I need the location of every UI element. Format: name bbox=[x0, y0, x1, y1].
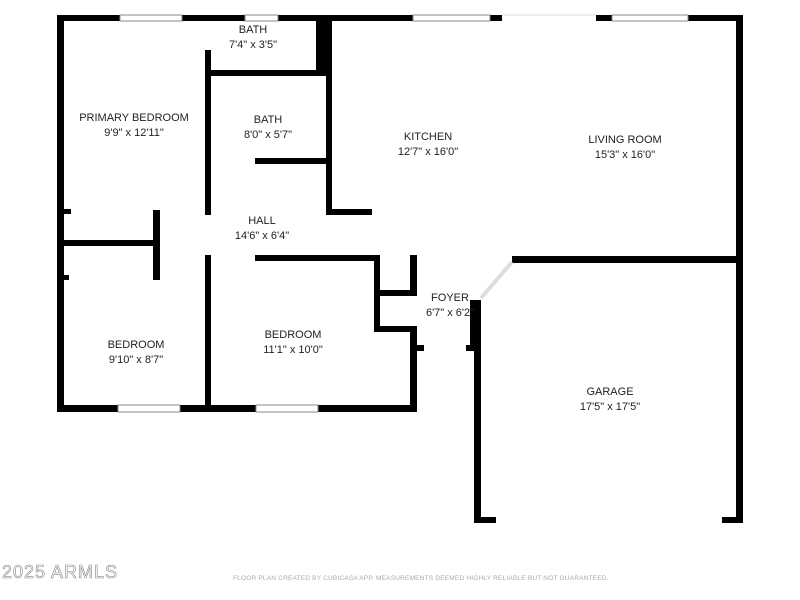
room-kitchen: KITCHEN 12'7" x 16'0" bbox=[398, 130, 458, 160]
room-name: GARAGE bbox=[586, 386, 634, 398]
window bbox=[412, 14, 491, 22]
wall bbox=[474, 517, 496, 523]
room-garage: GARAGE 17'5" x 17'5" bbox=[580, 385, 640, 415]
wall bbox=[153, 210, 160, 280]
wall bbox=[205, 50, 211, 215]
wall bbox=[57, 15, 502, 21]
room-name: HALL bbox=[248, 215, 276, 227]
room-name: BATH bbox=[238, 24, 268, 36]
room-name: KITCHEN bbox=[403, 131, 453, 143]
wall bbox=[64, 275, 69, 280]
wall bbox=[410, 326, 417, 412]
room-bath-1: BATH 7'4" x 3'5" bbox=[229, 23, 277, 53]
window bbox=[117, 404, 181, 413]
room-bedroom-1: BEDROOM 9'10" x 8'7" bbox=[108, 338, 165, 368]
wall bbox=[512, 256, 743, 263]
room-living-room: LIVING ROOM 15'3" x 16'0" bbox=[588, 133, 661, 163]
wall bbox=[470, 300, 481, 351]
window bbox=[255, 404, 319, 413]
room-size: 12'7" x 16'0" bbox=[397, 146, 459, 158]
room-primary-bedroom: PRIMARY BEDROOM 9'9" x 12'11" bbox=[79, 111, 189, 141]
room-name: PRIMARY BEDROOM bbox=[79, 112, 189, 124]
wall bbox=[205, 70, 330, 76]
wall bbox=[57, 15, 64, 412]
windows bbox=[117, 14, 689, 413]
room-size: 8'0" x 5'7" bbox=[243, 129, 293, 141]
room-size: 17'5" x 17'5" bbox=[579, 401, 641, 413]
room-foyer: FOYER 6'7" x 6'2" bbox=[426, 291, 474, 321]
door bbox=[479, 260, 514, 300]
room-size: 7'4" x 3'5" bbox=[228, 39, 278, 51]
room-size: 9'9" x 12'11" bbox=[104, 127, 164, 139]
wall bbox=[474, 300, 481, 523]
wall bbox=[57, 405, 417, 412]
wall bbox=[374, 290, 417, 296]
watermark: 2025 ARMLS bbox=[2, 562, 119, 583]
window bbox=[119, 14, 183, 22]
wall bbox=[374, 326, 417, 332]
wall bbox=[326, 15, 332, 213]
wall bbox=[736, 15, 743, 523]
room-size: 11'1" x 10'0" bbox=[263, 344, 323, 356]
room-name: BEDROOM bbox=[107, 339, 165, 351]
window bbox=[611, 14, 689, 22]
room-size: 6'7" x 6'2" bbox=[425, 307, 475, 319]
room-name: BEDROOM bbox=[264, 329, 322, 341]
wall bbox=[722, 517, 743, 523]
disclaimer: FLOOR PLAN CREATED BY CUBICASA APP. MEAS… bbox=[233, 575, 609, 582]
room-name: LIVING ROOM bbox=[588, 134, 662, 146]
room-size: 15'3" x 16'0" bbox=[594, 149, 656, 161]
wall bbox=[410, 255, 417, 296]
room-size: 9'10" x 8'7" bbox=[108, 354, 164, 366]
room-name: BATH bbox=[253, 114, 283, 126]
wall bbox=[410, 345, 424, 351]
walls bbox=[57, 15, 743, 523]
wall bbox=[326, 209, 372, 215]
wall bbox=[57, 240, 160, 246]
wall bbox=[205, 255, 211, 412]
room-size: 14'6" x 6'4" bbox=[234, 230, 290, 242]
wall bbox=[255, 255, 380, 261]
wall bbox=[255, 158, 332, 164]
wall bbox=[64, 209, 71, 214]
window bbox=[244, 14, 279, 22]
room-bedroom-2: BEDROOM 11'1" x 10'0" bbox=[263, 328, 323, 358]
room-name: FOYER bbox=[431, 292, 469, 304]
room-hall: HALL 14'6" x 6'4" bbox=[235, 214, 289, 244]
room-bath-2: BATH 8'0" x 5'7" bbox=[244, 113, 292, 143]
